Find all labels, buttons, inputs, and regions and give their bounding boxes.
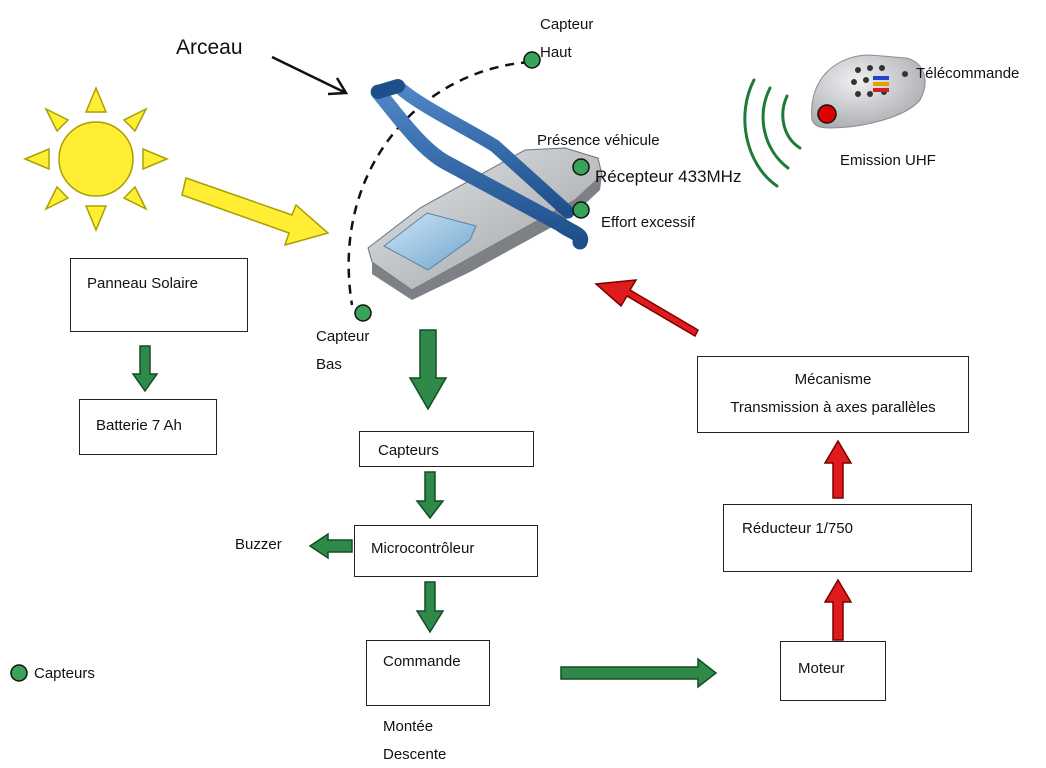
- label-capteur-haut-1: Capteur: [540, 16, 594, 33]
- remote-control-icon: [811, 54, 926, 129]
- label-descente: Descente: [383, 746, 447, 763]
- box-commande-label: Commande: [383, 653, 461, 670]
- parking-barrier-device: [367, 79, 603, 300]
- box-microcontroleur: Microcontrôleur: [354, 525, 538, 577]
- arrow-capteurs-micro: [415, 471, 445, 520]
- uhf-waves-icon: [743, 78, 802, 188]
- sun-icon: [23, 86, 169, 232]
- box-moteur-label: Moteur: [798, 660, 845, 677]
- drive-arrow: [594, 279, 699, 338]
- sunlight-arrow: [181, 177, 330, 247]
- box-batterie-label: Batterie 7 Ah: [96, 417, 182, 434]
- box-panneau-solaire-label: Panneau Solaire: [87, 275, 198, 292]
- box-mecanisme: Mécanisme Transmission à axes parallèles: [697, 356, 969, 433]
- label-emission-uhf: Emission UHF: [840, 152, 936, 169]
- label-capteur-bas-2: Bas: [316, 356, 342, 373]
- box-batterie: Batterie 7 Ah: [79, 399, 217, 455]
- box-panneau-solaire: Panneau Solaire: [70, 258, 248, 332]
- box-mecanisme-subtitle: Transmission à axes parallèles: [730, 399, 936, 416]
- box-reducteur-label: Réducteur 1/750: [742, 520, 853, 537]
- sensor-dot-bas: [354, 304, 372, 322]
- label-telecommande: Télécommande: [916, 65, 1020, 82]
- box-capteurs: Capteurs: [359, 431, 534, 467]
- label-buzzer: Buzzer: [235, 536, 282, 553]
- legend-label-capteurs: Capteurs: [34, 665, 95, 682]
- arrow-commande-moteur: [560, 657, 718, 689]
- arrow-device-capteurs: [408, 329, 448, 411]
- box-commande: Commande: [366, 640, 490, 706]
- box-microcontroleur-label: Microcontrôleur: [371, 540, 475, 557]
- arrow-micro-commande: [415, 581, 445, 634]
- motion-arc: [347, 60, 531, 306]
- sensor-dot-haut: [523, 51, 541, 69]
- legend-sensor-dot: [10, 664, 28, 682]
- label-effort-excessif: Effort excessif: [601, 214, 695, 231]
- label-presence-vehicule: Présence véhicule: [537, 132, 660, 149]
- arrow-micro-buzzer: [308, 532, 353, 560]
- label-recepteur: Récepteur 433MHz: [595, 167, 742, 186]
- box-reducteur: Réducteur 1/750: [723, 504, 972, 572]
- sensor-dot-presence: [572, 158, 590, 176]
- arceau-pointer-arrow: [271, 55, 349, 96]
- arrow-panneau-batterie: [131, 345, 159, 393]
- label-capteur-haut-2: Haut: [540, 44, 572, 61]
- box-capteurs-label: Capteurs: [378, 442, 439, 459]
- label-montee: Montée: [383, 718, 434, 735]
- box-moteur: Moteur: [780, 641, 886, 701]
- label-arceau: Arceau: [176, 36, 243, 59]
- label-capteur-bas-1: Capteur: [316, 328, 370, 345]
- box-mecanisme-title: Mécanisme: [794, 371, 872, 388]
- arrow-reducteur-mecanisme: [823, 439, 853, 499]
- arrow-moteur-reducteur: [823, 578, 853, 641]
- sensor-dot-effort: [572, 201, 590, 219]
